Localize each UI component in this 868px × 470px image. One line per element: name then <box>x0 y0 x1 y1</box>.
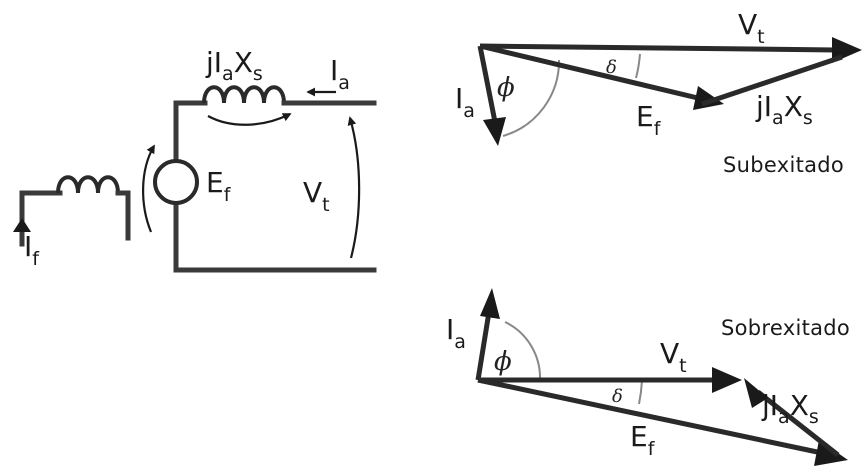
source-label: Ef <box>206 166 232 206</box>
phi-arc <box>504 321 542 381</box>
jiaxs-label: jIaXs <box>761 389 819 428</box>
ia-label: Ia <box>455 82 475 122</box>
jiaxs-phasor <box>701 54 843 107</box>
armature-current-label: Ia <box>330 54 350 94</box>
ia-phasor <box>477 45 498 123</box>
overexcited-phasor-diagram: Vt Ef Ia jIaXs ϕ δ Sobrexitado <box>446 288 850 466</box>
field-winding <box>13 175 131 247</box>
ef-phasor <box>479 43 703 102</box>
underexcited-phasor-diagram: Vt Ef Ia jIaXs ϕ δ Subexitado <box>455 8 862 177</box>
delta-arc <box>638 379 643 405</box>
terminal-voltage-arrow <box>347 116 361 259</box>
phi-label: ϕ <box>494 347 512 377</box>
jiaxs-label: jIaXs <box>755 90 813 129</box>
ef-label: Ef <box>630 420 656 460</box>
ef-label: Ef <box>636 100 662 140</box>
delta-label: δ <box>612 386 623 407</box>
wire-left-top <box>173 100 208 163</box>
delta-label: δ <box>606 57 617 78</box>
vt-phasor <box>479 43 837 53</box>
equivalent-circuit: If Ef jIaXs Ia Vt <box>13 46 377 273</box>
delta-arc <box>635 53 641 79</box>
vt-label: Vt <box>660 337 687 377</box>
ef-phasor <box>477 377 823 456</box>
source-voltage-arrow <box>142 144 155 233</box>
reactance-drop-label: jIaXs <box>205 46 263 85</box>
terminal-voltage-label: Vt <box>303 176 330 216</box>
wire-bottom <box>173 201 377 273</box>
underexcited-caption: Subexitado <box>723 153 844 177</box>
phi-arc <box>502 59 561 137</box>
ia-phasor <box>475 311 492 381</box>
armature-reactance-coil <box>202 85 286 104</box>
reactance-drop-arrow <box>207 113 292 126</box>
phi-label: ϕ <box>497 73 515 103</box>
emf-source <box>153 159 199 205</box>
field-current-label: If <box>24 230 40 270</box>
vt-label: Vt <box>738 8 765 48</box>
overexcited-caption: Sobrexitado <box>721 316 850 340</box>
ia-label: Ia <box>446 313 466 353</box>
jiaxs-phasor <box>756 390 840 457</box>
